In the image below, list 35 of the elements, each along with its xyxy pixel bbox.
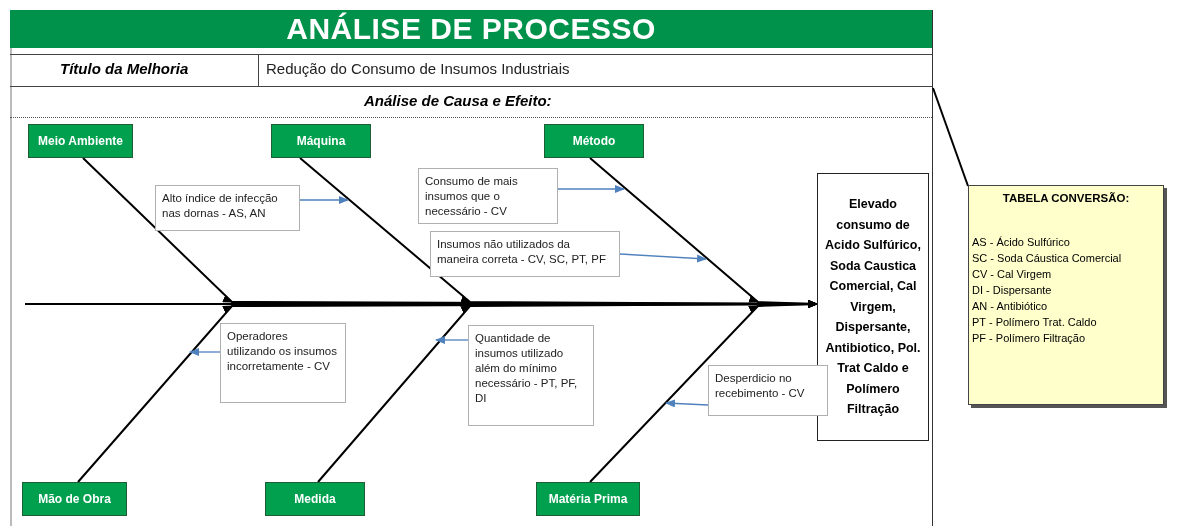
arrow <box>665 399 709 408</box>
category-box: Máquina <box>271 124 371 158</box>
category-box: Meio Ambiente <box>28 124 133 158</box>
effect-box: Elevado consumo de Acido Sulfúrico, Soda Caustica Comercial, Cal Virgem, Dispersante, Antibiotico, Pol. Trat Caldo e Polímero Filtração <box>817 173 929 441</box>
note-text: PT - Polímero Trat. Caldo <box>972 315 1098 330</box>
title-banner: ANÁLISE DE PROCESSO <box>10 10 932 48</box>
arrow <box>299 196 349 204</box>
note-text: AN - Antibiótico <box>972 299 1049 314</box>
arrow <box>435 336 469 344</box>
section-heading: Análise de Causa e Efeito: <box>364 92 552 109</box>
bone-arrow <box>589 157 818 305</box>
cause-box: Alto índice de infecção nas dornas - AS, AN <box>155 185 300 231</box>
arrow <box>619 253 707 263</box>
category-box: Mão de Obra <box>22 482 127 516</box>
note-heading: TABELA CONVERSÃO: <box>1001 191 1131 206</box>
category-box: Método <box>544 124 644 158</box>
cause-box: Insumos não utilizados da maneira correta - CV, SC, PT, PF <box>430 231 620 277</box>
cause-box: Quantidade de insumos utilizado além do mínimo necessário - PT, PF, DI <box>468 325 594 426</box>
note-text: AS - Ácido Sulfúrico <box>972 235 1071 250</box>
field-value: Redução do Consumo de Insumos Industriais <box>266 60 570 77</box>
spine-arrow <box>24 300 818 308</box>
note-text: PF - Polímero Filtração <box>972 331 1087 346</box>
note-box <box>968 185 1164 405</box>
arrow <box>557 185 625 193</box>
leader-line <box>932 87 969 187</box>
category-box: Medida <box>265 482 365 516</box>
note-text: SC - Soda Cáustica Comercial <box>972 251 1123 266</box>
field-label: Título da Melhoria <box>60 60 189 77</box>
arrow <box>189 348 221 356</box>
cause-box: Desperdicio no recebimento - CV <box>708 365 828 416</box>
category-box: Matéria Prima <box>536 482 640 516</box>
cause-box: Operadores utilizando os insumos incorretamente - CV <box>220 323 346 403</box>
note-text: CV - Cal Virgem <box>972 267 1053 282</box>
cause-box: Consumo de mais insumos que o necessário - CV <box>418 168 558 224</box>
note-text: DI - Dispersante <box>972 283 1053 298</box>
